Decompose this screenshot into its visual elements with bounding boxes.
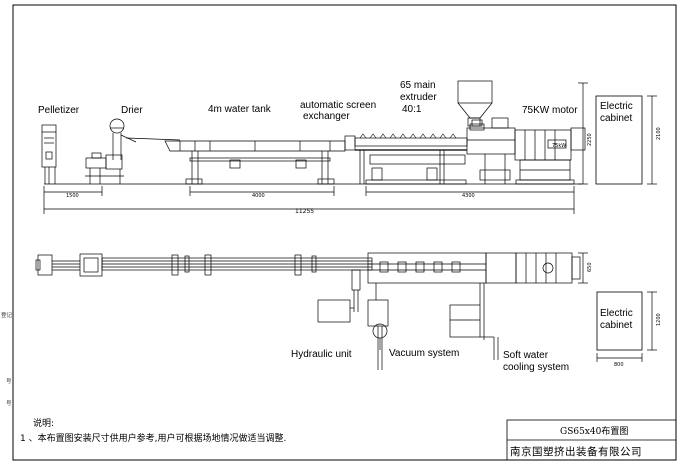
dim-4300: 4300 <box>462 193 475 199</box>
label-hydraulic-unit: Hydraulic unit <box>291 349 352 360</box>
cooling-unit-plan <box>449 304 481 338</box>
label-cabinet-bottom-2: cabinet <box>600 320 632 331</box>
dim-1500: 1500 <box>66 193 79 199</box>
notes-title: 说明: <box>33 417 54 429</box>
label-cabinet-top-1: Electric <box>600 101 633 112</box>
dim-4000: 4000 <box>252 193 265 199</box>
label-cooling-1: Soft water <box>503 350 549 361</box>
margin-mark-2: 号 <box>6 378 12 385</box>
label-pelletizer: Pelletizer <box>38 105 80 116</box>
electric-cabinet-plan <box>596 291 643 351</box>
label-cooling-2: cooling system <box>503 362 569 373</box>
screen-exchanger-side <box>344 135 356 151</box>
label-extruder-2: extruder <box>400 92 437 103</box>
label-screen-exchanger-2: exchanger <box>303 111 350 122</box>
hydraulic-unit-plan <box>317 299 351 323</box>
dim-11255: 11255 <box>295 208 314 215</box>
label-screen-exchanger-1: automatic screen <box>300 100 376 111</box>
drawing-title: GS65x40布置图 <box>560 425 628 437</box>
dim-2250: 2250 <box>587 133 593 146</box>
label-extruder-1: 65 main <box>400 80 436 91</box>
label-extruder-3: 40:1 <box>402 104 422 115</box>
label-cabinet-bottom-1: Electric <box>600 308 633 319</box>
label-water-tank: 4m water tank <box>208 104 272 115</box>
dim-1200: 1200 <box>656 313 662 326</box>
electric-cabinet-side <box>595 95 643 185</box>
title-block <box>506 419 677 461</box>
plan-view <box>35 252 657 370</box>
label-motor: 75KW motor <box>522 105 578 116</box>
label-drier: Drier <box>121 105 143 116</box>
motor-nameplate: 75kW <box>552 143 566 149</box>
margin-mark-3: 号 <box>6 400 12 407</box>
margin-mark-1: 登记 <box>1 311 13 319</box>
drawing-frame <box>12 4 677 461</box>
label-vacuum-system: Vacuum system <box>389 348 459 359</box>
dim-800: 800 <box>614 362 624 368</box>
gearbox-side <box>466 117 516 184</box>
extruder-side <box>354 133 468 185</box>
motor-side <box>514 127 586 185</box>
dim-650: 650 <box>587 262 593 272</box>
water-tank-side <box>164 140 346 185</box>
pelletizer-side <box>41 124 57 184</box>
hopper-side <box>457 80 493 127</box>
notes-line-1: 1 、本布置图安装尺寸供用户参考,用户可根据场地情况做适当调整. <box>20 432 286 444</box>
company-name: 南京国塑挤出装备有限公司 <box>510 445 642 458</box>
label-cabinet-top-2: cabinet <box>600 113 632 124</box>
dim-2100: 2100 <box>656 127 662 140</box>
drier-side <box>85 118 137 184</box>
side-elevation: 75kW <box>41 80 657 214</box>
